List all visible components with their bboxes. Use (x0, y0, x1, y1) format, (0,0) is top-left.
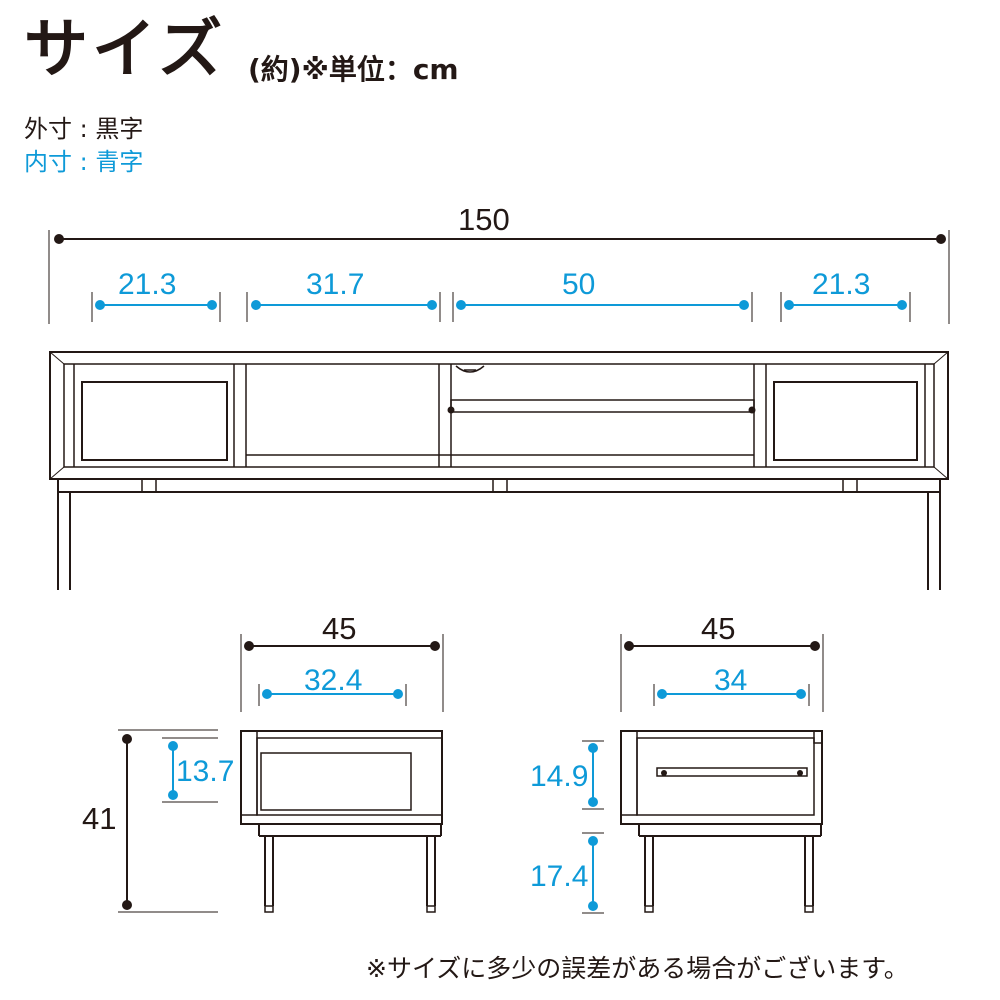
label-inner-width-3: 50 (562, 268, 596, 301)
dim-line-depth-right (624, 641, 820, 651)
legend-outer: 外寸 : 黒字 (24, 115, 144, 143)
label-inner-width-4: 21.3 (812, 268, 871, 301)
dim-line-outer-width (54, 234, 946, 244)
dim-line-inner-depth-left (262, 689, 403, 699)
dim-line-inner-depth-right (657, 689, 806, 699)
front-view (48, 230, 950, 590)
label-inner-height-left: 13.7 (176, 755, 235, 788)
dim-line-inner-height-upper (588, 743, 598, 807)
label-depth-left: 45 (322, 611, 357, 646)
dim-lines-inner-widths (91, 292, 911, 322)
label-depth-right: 45 (701, 611, 736, 646)
label-inner-height-lower: 17.4 (530, 860, 589, 893)
label-inner-width-1: 21.3 (118, 268, 177, 301)
label-inner-height-upper: 14.9 (530, 760, 589, 793)
label-height: 41 (82, 801, 117, 836)
page-title: サイズ (24, 13, 227, 87)
unit-note: (約)※単位：cm (248, 53, 459, 86)
footnote: ※サイズに多少の誤差がある場合がございます。 (366, 954, 909, 983)
dim-line-inner-height-left (168, 741, 178, 800)
tv-board-front (49, 351, 949, 590)
label-inner-width-2: 31.7 (306, 268, 365, 301)
side-view-left (118, 634, 444, 913)
label-outer-width: 150 (458, 202, 510, 237)
dim-line-depth-left (244, 641, 440, 651)
side-view-right (582, 634, 824, 914)
label-inner-depth-right: 34 (714, 664, 748, 697)
legend-inner: 内寸 : 青字 (24, 148, 144, 176)
dim-line-height (122, 734, 132, 910)
dim-line-inner-height-lower (588, 836, 598, 911)
label-inner-depth-left: 32.4 (304, 664, 363, 697)
